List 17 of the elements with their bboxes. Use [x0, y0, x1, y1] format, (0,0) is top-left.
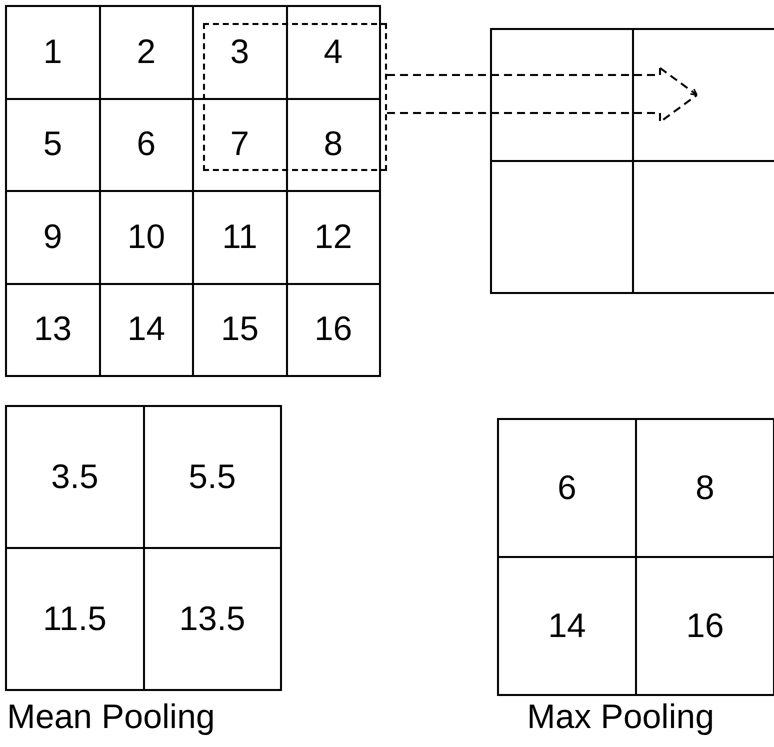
grid-cell: 1 — [5, 5, 100, 100]
pooling-window — [203, 23, 387, 171]
grid-cell: 8 — [635, 418, 774, 558]
arrow — [386, 67, 698, 124]
caption: Mean Pooling — [7, 698, 215, 737]
grid-cell: 14 — [497, 556, 637, 696]
grid-cell: 3.5 — [5, 405, 144, 549]
grid-cell: 16 — [286, 282, 381, 377]
grid-cell: 11.5 — [5, 547, 144, 691]
grid-cell: 16 — [635, 556, 774, 696]
grid-cell: 13 — [5, 282, 100, 377]
grid-cell: 13.5 — [142, 547, 282, 691]
empty-output-grid — [490, 28, 774, 294]
grid-cell: 4 — [286, 5, 381, 100]
caption: Max Pooling — [527, 698, 714, 737]
grid-cell: 6 — [497, 418, 637, 558]
grid-cell: 5.5 — [142, 405, 282, 549]
